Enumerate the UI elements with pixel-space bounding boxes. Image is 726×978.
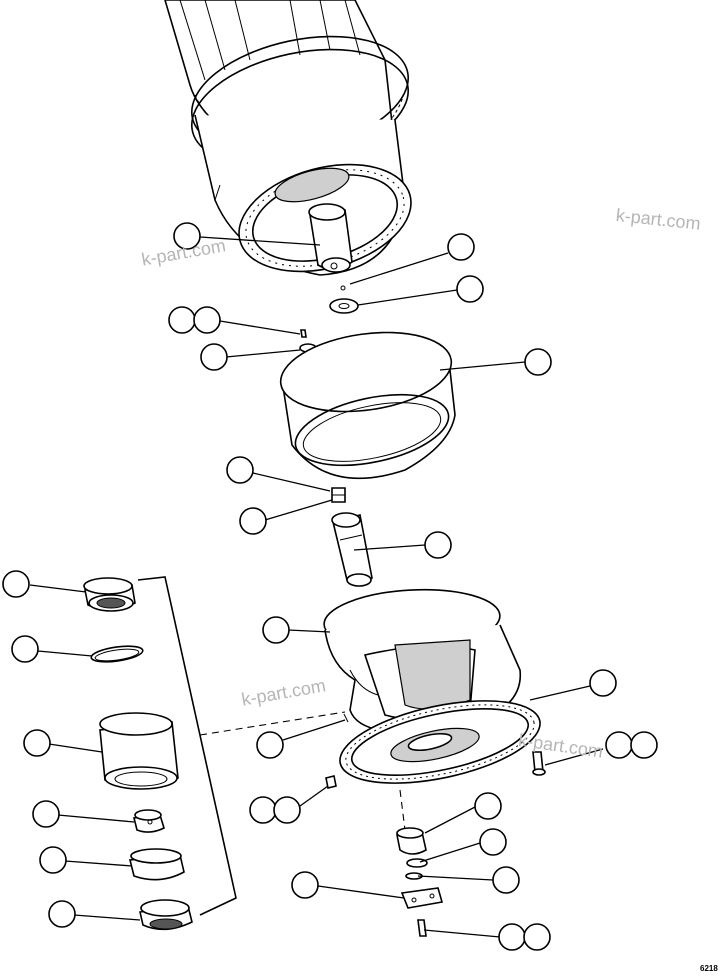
snap-ring <box>90 645 144 663</box>
centerline <box>399 789 406 831</box>
cap-screw <box>417 919 427 937</box>
kit-bracket <box>137 576 237 916</box>
figure-code: 6218 <box>700 964 718 973</box>
callout-circles <box>2 222 658 951</box>
upper-drum-housing <box>164 0 412 276</box>
small-pin <box>343 713 349 723</box>
thrust-washer <box>329 285 359 314</box>
bearing-cone-lower <box>139 899 193 931</box>
kit-leader <box>199 711 346 736</box>
bearing-cup-lower <box>128 848 185 881</box>
planet-carrier <box>323 588 541 784</box>
planet-pin <box>331 512 373 587</box>
flange-bolt <box>532 751 546 776</box>
left-bearing-cone-top <box>83 577 136 612</box>
ring-gear <box>279 331 456 480</box>
lock-plate <box>400 887 444 909</box>
leader-lines <box>29 236 604 938</box>
bearing-sleeve <box>99 712 179 790</box>
bearing-race-small <box>133 809 165 833</box>
planet-pin-lock <box>331 487 346 503</box>
hex-nut <box>325 775 337 789</box>
bearing-cup <box>396 827 427 855</box>
